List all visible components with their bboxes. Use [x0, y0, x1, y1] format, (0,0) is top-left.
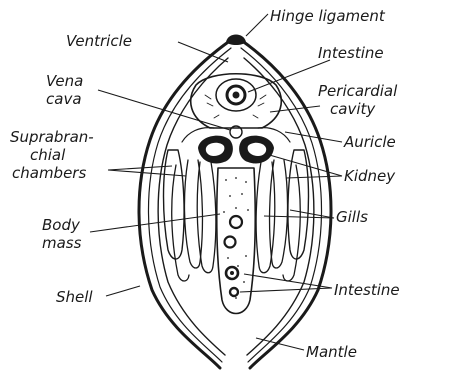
- label-pericardial-1: Pericardial: [318, 82, 398, 100]
- label-hinge-ligament: Hinge ligament: [270, 7, 386, 25]
- label-suprabranchial-2: chial: [30, 146, 66, 164]
- auricle-shape: [182, 128, 290, 142]
- label-intestine-bottom: Intestine: [334, 281, 400, 299]
- label-pericardial-2: cavity: [330, 100, 376, 118]
- gills-left: [172, 160, 216, 281]
- label-suprabranchial-3: chambers: [12, 164, 86, 182]
- label-intestine-top: Intestine: [318, 44, 384, 62]
- label-suprabranchial-1: Suprabran-: [10, 128, 94, 146]
- label-kidney: Kidney: [344, 167, 396, 185]
- label-shell: Shell: [56, 288, 93, 306]
- hinge-ligament-shape: [226, 35, 246, 46]
- label-vena-cava-1: Vena: [46, 72, 83, 90]
- label-ventricle: Ventricle: [66, 32, 132, 50]
- label-body-mass-1: Body: [42, 216, 81, 234]
- label-vena-cava-2: cava: [46, 90, 82, 108]
- label-gills: Gills: [336, 208, 368, 226]
- label-auricle: Auricle: [343, 133, 396, 151]
- intestine-loops: [225, 216, 243, 296]
- shell-outline: [139, 40, 331, 368]
- label-body-mass-2: mass: [42, 234, 82, 252]
- label-mantle: Mantle: [306, 343, 357, 361]
